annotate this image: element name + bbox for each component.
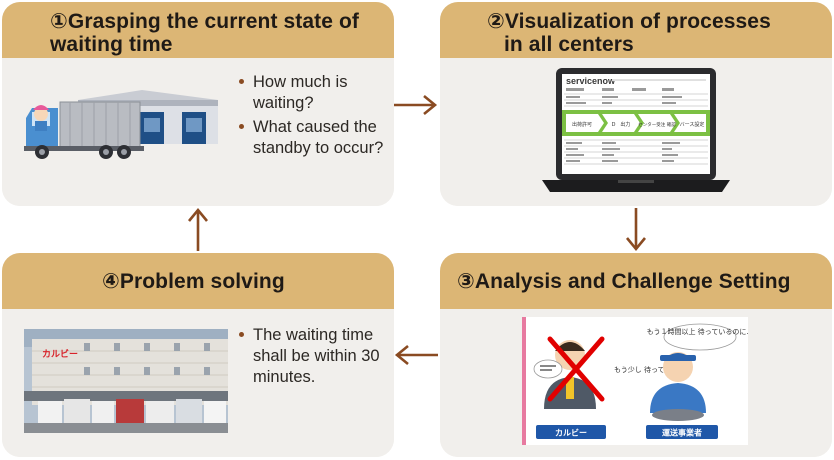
caption-right-box (646, 425, 718, 439)
flow-step-3 (638, 114, 676, 132)
truck-container (59, 101, 141, 149)
step-4-bullet: The waiting time shall be within 30 minu… (238, 325, 388, 388)
speech-right: もう１時間以上 待っているのに… (647, 327, 748, 336)
arrow-right-icon (394, 94, 438, 116)
driver-icon (34, 107, 48, 121)
step-4-title-line-1: ④Problem solving (102, 270, 285, 293)
step-1-bullet: How much is waiting? (238, 72, 388, 114)
parked-truck (38, 401, 62, 423)
step-1-title: ①Grasping the current state of waiting t… (50, 10, 359, 56)
building-sign: カルビー (42, 348, 78, 360)
parked-truck (116, 399, 144, 423)
step-1-title-line-1: ①Grasping the current state of (50, 10, 359, 33)
flow-step-label: センター受注 確認 (638, 121, 676, 128)
parked-truck (204, 401, 226, 423)
person-right-icon (650, 383, 706, 413)
caption-left-box (536, 425, 606, 439)
arrow-down-icon (625, 208, 647, 252)
step-3-title: ③Analysis and Challenge Setting (457, 270, 791, 293)
arrow-up-icon (187, 207, 209, 251)
step-2-title-line-1: ②Visualization of processes (487, 10, 771, 33)
arrow-left-icon (394, 344, 438, 366)
servicenow-logo: servicenow (566, 76, 616, 86)
parked-truck (146, 401, 174, 423)
flow-step-2 (602, 114, 640, 132)
step-1-bullets: How much is waiting? What caused the sta… (238, 72, 388, 162)
parked-truck (176, 399, 202, 423)
step-2-title: ②Visualization of processes in all cente… (487, 10, 771, 56)
step-1-panel: ①Grasping the current state of waiting t… (2, 2, 394, 206)
warehouse-photo: カルビー (24, 329, 228, 433)
step-4-bullets: The waiting time shall be within 30 minu… (238, 325, 388, 391)
flow-step-label: D 出力 (612, 121, 631, 128)
step-2-header (440, 2, 832, 58)
flow-step-1 (566, 114, 604, 132)
laptop-base (542, 180, 730, 192)
step-2-panel: ②Visualization of processes in all cente… (440, 2, 832, 206)
step-4-header (2, 253, 394, 309)
analysis-illustration: もう少し 待って カルビー もう１時間以上 待っているのに… 運送事業者 (522, 317, 748, 445)
speech-right-bubble (663, 323, 737, 351)
step-3-header (440, 253, 832, 309)
step-2-title-line-2: in all centers (504, 33, 634, 56)
speech-left: もう少し 待って (614, 365, 665, 374)
flow-step-label: 出荷許可 (572, 121, 592, 128)
laptop-illustration: servicenow 出荷許可 D 出力 センター受注 確認 バース設定 (542, 68, 730, 192)
step-4-panel: ④Problem solving カルビー The waiting time s… (2, 253, 394, 457)
flow-step-label: バース設定 (680, 121, 705, 128)
step-1-title-line-2: waiting time (50, 33, 173, 56)
caption-right: 運送事業者 (662, 428, 702, 438)
step-3-title-line-1: ③Analysis and Challenge Setting (457, 270, 791, 293)
parked-truck (64, 399, 90, 423)
parked-truck (92, 401, 114, 423)
flow-step-4 (674, 114, 706, 132)
step-4-title: ④Problem solving (102, 270, 285, 293)
truck-warehouse-illustration (24, 90, 218, 159)
steering-wheel-icon (652, 409, 704, 421)
step-1-header (2, 2, 394, 58)
loading-dock (24, 391, 228, 401)
step-3-panel: ③Analysis and Challenge Setting もう少し 待って… (440, 253, 832, 457)
step-1-bullet: What caused the standby to occur? (238, 117, 388, 159)
caption-left: カルビー (555, 428, 587, 438)
